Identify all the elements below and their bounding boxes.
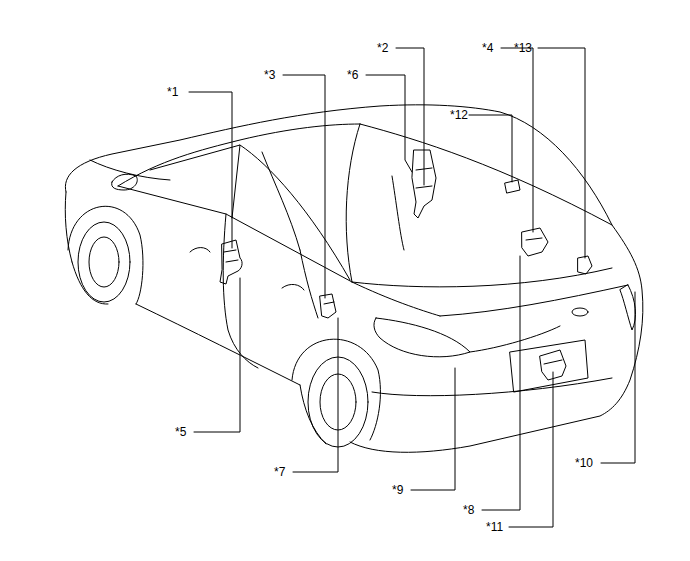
callout-number: *5 <box>175 425 186 439</box>
callout-number: *7 <box>274 465 285 479</box>
callout-number: *8 <box>463 503 474 517</box>
callout-number: *2 <box>377 41 388 55</box>
callout-number: *11 <box>486 520 503 534</box>
callout-number: *3 <box>264 68 275 82</box>
callout-number: *10 <box>575 456 593 470</box>
callout-number: *12 <box>450 108 468 122</box>
callout-number: *1 <box>167 85 178 99</box>
callout-number: *9 <box>392 483 403 497</box>
callout-number: *6 <box>347 68 358 82</box>
callout-number: *13 <box>514 41 532 55</box>
callout-number: *4 <box>482 41 493 55</box>
